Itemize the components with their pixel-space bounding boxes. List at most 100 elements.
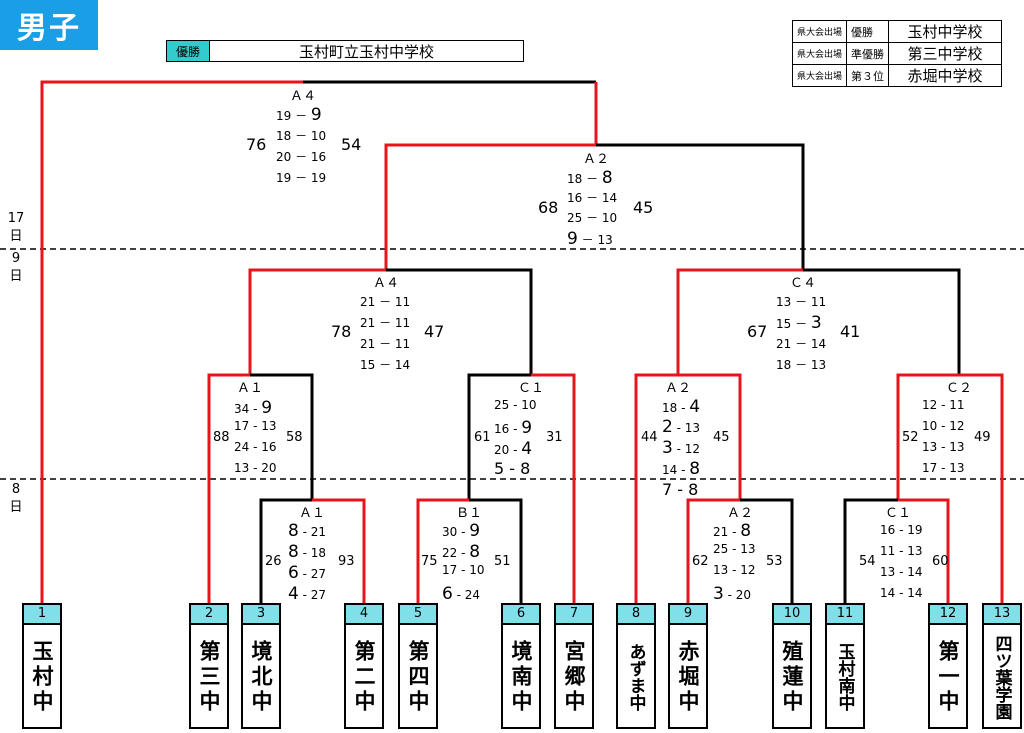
line-win [248, 268, 386, 375]
set-score: 30 - 9 [442, 521, 481, 541]
right-total: 45 [713, 430, 730, 445]
team-name: 第三中 [197, 639, 221, 715]
right-total: 58 [286, 430, 303, 445]
set-score: 25 - 10 [494, 398, 537, 412]
set-score: 7 - 8 [662, 480, 699, 499]
set-score: 18 － 10 [276, 129, 327, 143]
court-label: Ａ２ [664, 381, 692, 396]
team-name: 殖蓮中 [780, 639, 804, 715]
set-score: 21 － 11 [360, 337, 411, 351]
winner-banner: 優勝 玉村町立玉村中学校 [166, 40, 524, 62]
right-total: 60 [932, 554, 949, 569]
set-score: 12 - 11 [922, 398, 965, 412]
court-label: Ｃ１ [884, 506, 912, 521]
set-score: 17 - 13 [234, 419, 277, 433]
left-total: 52 [902, 430, 919, 445]
court-label: Ｃ４ [789, 276, 817, 291]
right-total: 49 [974, 430, 991, 445]
line-win [676, 268, 803, 375]
set-score: 20 － 16 [276, 150, 327, 164]
court-label: Ａ１ [236, 381, 264, 396]
court-label: Ａ４ [289, 89, 317, 104]
left-total: 67 [747, 322, 768, 341]
court-label: Ａ４ [372, 276, 400, 291]
result-row: 県大会出場 第３位 赤堀中学校 [791, 64, 1003, 87]
team-name: 境南中 [509, 639, 533, 715]
left-total: 61 [474, 430, 491, 445]
set-score: 16 - 19 [880, 523, 923, 537]
page-title: 男子 [0, 0, 98, 50]
set-score: 13 - 14 [880, 565, 923, 579]
line-lose [803, 268, 961, 375]
team-name: 境北中 [249, 639, 273, 715]
set-score: 21 － 14 [776, 337, 827, 351]
line-win [896, 373, 959, 500]
line-win [634, 373, 678, 604]
set-score: 13 － 11 [776, 295, 827, 309]
set-score: 16 － 14 [567, 191, 618, 205]
team-name: 第四中 [406, 639, 430, 715]
set-score: 6 - 24 [442, 584, 481, 604]
set-score: 18 － 13 [776, 358, 827, 372]
set-score: 4 - 27 [288, 584, 327, 604]
line-win [686, 498, 740, 604]
set-score: 13 - 12 [713, 563, 756, 577]
line-win [312, 498, 366, 604]
right-total: 45 [633, 198, 654, 217]
results-table: 県大会出場 優勝 玉村中学校 県大会出場 準優勝 第三中学校 県大会出場 第３位… [791, 20, 1003, 87]
court-label: Ｃ２ [945, 381, 973, 396]
team-name: 玉村中 [30, 639, 54, 715]
line-win [40, 80, 303, 604]
left-total: 88 [213, 430, 230, 445]
line-lose [596, 143, 805, 270]
line-win [416, 498, 469, 604]
set-score: 3 - 20 [713, 584, 752, 604]
line-win [531, 373, 576, 604]
right-total: 51 [494, 554, 511, 569]
set-score: 5 - 8 [494, 459, 531, 478]
set-score: 20 - 4 [494, 439, 533, 459]
set-score: 21 － 11 [360, 295, 411, 309]
set-score: 34 - 9 [234, 398, 273, 418]
court-label: Ｂ１ [455, 506, 483, 521]
court-label: Ａ２ [726, 506, 754, 521]
left-total: 54 [859, 554, 876, 569]
set-score: 2 - 13 [662, 417, 701, 437]
set-score: 19 － 9 [276, 105, 322, 125]
right-total: 41 [840, 322, 861, 341]
team-name: 第二中 [352, 639, 376, 715]
set-score: 19 － 19 [276, 171, 327, 185]
right-total: 47 [424, 322, 445, 341]
set-score: 25 － 10 [567, 211, 618, 225]
team-name: 赤堀中 [676, 639, 700, 715]
team-name: あずま中 [625, 643, 646, 711]
set-score: 8 - 21 [288, 521, 327, 541]
school: 赤堀中学校 [888, 64, 1003, 87]
line-win [384, 82, 598, 270]
line-win [959, 373, 1004, 604]
right-total: 54 [341, 135, 362, 154]
set-score: 14 - 14 [880, 586, 923, 600]
set-score: 13 - 13 [922, 440, 965, 454]
set-score: 25 - 13 [713, 542, 756, 556]
team-name: 第一中 [936, 639, 960, 715]
set-score: 24 - 16 [234, 440, 277, 454]
winner-label: 優勝 [167, 41, 210, 61]
line-lose [467, 373, 531, 500]
place: 第３位 [846, 64, 890, 87]
court-label: Ｃ１ [517, 381, 545, 396]
set-score: 8 - 18 [288, 542, 327, 562]
left-total: 76 [246, 135, 267, 154]
set-score: 18 - 4 [662, 397, 701, 417]
line-win [207, 373, 250, 604]
